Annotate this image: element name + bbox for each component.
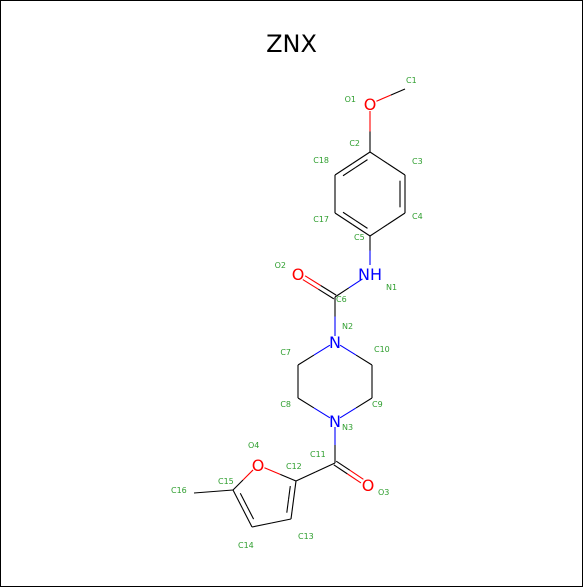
atom-label-c15: C15 [218, 477, 234, 486]
atom-label-n1: N1 [386, 283, 397, 292]
bond-c6-o2 [304, 275, 321, 286]
atom-label-c9: C9 [372, 400, 383, 409]
bond-c15-c14-inner [239, 493, 248, 507]
bond-c8-n3 [297, 397, 315, 409]
atom-label-n2: N2 [342, 322, 353, 331]
bond-c12-o4 [280, 473, 297, 482]
bond-c13-c12 [292, 480, 297, 501]
atom-label-c18: C18 [313, 156, 329, 165]
atom-label-c2: C2 [349, 139, 360, 148]
bond-c10-n2 [339, 344, 357, 356]
bond-c6-o2 [320, 285, 337, 296]
bond-c4-c5 [387, 212, 406, 225]
bond-c15-c16 [213, 489, 234, 493]
atom-label-c4: C4 [412, 212, 423, 221]
atom-label-c1: C1 [406, 76, 417, 85]
bond-c14-c13 [251, 522, 272, 528]
atom-label-n3: N3 [342, 423, 353, 432]
bond-c11-o3-b [335, 460, 351, 471]
atom-label-c5: C5 [354, 233, 365, 242]
bond-c11-o3 [333, 464, 348, 475]
atom-label-c17: C17 [313, 215, 329, 224]
atom-label-c14: C14 [238, 541, 254, 550]
bond-n2-c7 [313, 344, 331, 356]
atom-symbol-o3: O [362, 476, 375, 495]
bond-c18-c2-inner [342, 167, 356, 177]
atom-label-c12: C12 [286, 462, 302, 471]
bond-c15-c16 [193, 490, 214, 494]
bond-c18-c2 [352, 151, 371, 164]
atom-label-c8: C8 [280, 400, 291, 409]
bond-c11-c12 [295, 471, 316, 482]
bond-c10-n2 [355, 354, 373, 366]
bond-c13-c12-inner [287, 485, 291, 500]
bond-c13-c12 [290, 499, 295, 520]
bond-c1-o1 [376, 94, 391, 102]
bond-c15-c14 [232, 489, 243, 509]
bond-c6-o2-b [318, 288, 335, 300]
atom-symbol-o4: O [252, 456, 265, 475]
bond-c18-c2 [334, 163, 353, 176]
bond-c11-o3 [347, 473, 362, 484]
bond-n1-c6 [348, 278, 363, 289]
bond-o4-c15 [232, 479, 244, 491]
bond-c8-n3 [313, 407, 331, 419]
bond-c11-c12 [315, 462, 336, 473]
bond-c5-c17 [334, 212, 353, 225]
bond-c15-c14 [242, 508, 253, 528]
atom-label-c6: C6 [336, 295, 347, 304]
atom-symbol-o1: O [364, 95, 377, 114]
bond-c14-c13 [271, 518, 292, 524]
bond-c5-c17-inner [342, 211, 356, 221]
bond-n3-c9 [339, 407, 357, 419]
bond-c5-c17 [352, 224, 371, 237]
atom-label-o4: O4 [248, 441, 259, 450]
atom-label-o3: O3 [378, 488, 389, 497]
molecule-title: ZNX [266, 30, 317, 58]
bond-c15-c14-inner [246, 505, 255, 520]
bond-c4-c5 [369, 224, 388, 237]
atom-symbol-n2: N [329, 333, 341, 352]
bond-c5-c17-inner [354, 219, 368, 229]
bond-c13-c12-inner [286, 499, 290, 513]
bond-c2-c3 [387, 163, 406, 176]
atom-symbol-o2: O [292, 265, 305, 284]
atom-label-o1: O1 [345, 95, 356, 104]
atom-label-c11: C11 [310, 450, 326, 459]
atom-label-c10: C10 [374, 345, 390, 354]
bond-n3-c9 [355, 397, 373, 409]
bond-o4-c15 [242, 469, 254, 481]
atom-symbol-n1: NH [358, 265, 382, 284]
bond-c1-o1 [390, 88, 406, 96]
atom-label-c16: C16 [171, 486, 187, 495]
bond-n2-c7 [297, 354, 315, 366]
bond-c6-o2-b [302, 279, 319, 290]
atom-label-c7: C7 [280, 348, 291, 357]
atom-label-o2: O2 [275, 261, 286, 270]
bond-c11-o3-b [349, 469, 364, 480]
bond-n1-c6 [334, 287, 350, 298]
atom-label-c13: C13 [298, 532, 314, 541]
atom-label-c3: C3 [412, 157, 423, 166]
bond-c18-c2-inner [354, 159, 368, 169]
bond-c2-c3 [369, 151, 388, 164]
bond-c12-o4 [264, 467, 281, 475]
atom-symbol-n3: N [329, 412, 341, 431]
